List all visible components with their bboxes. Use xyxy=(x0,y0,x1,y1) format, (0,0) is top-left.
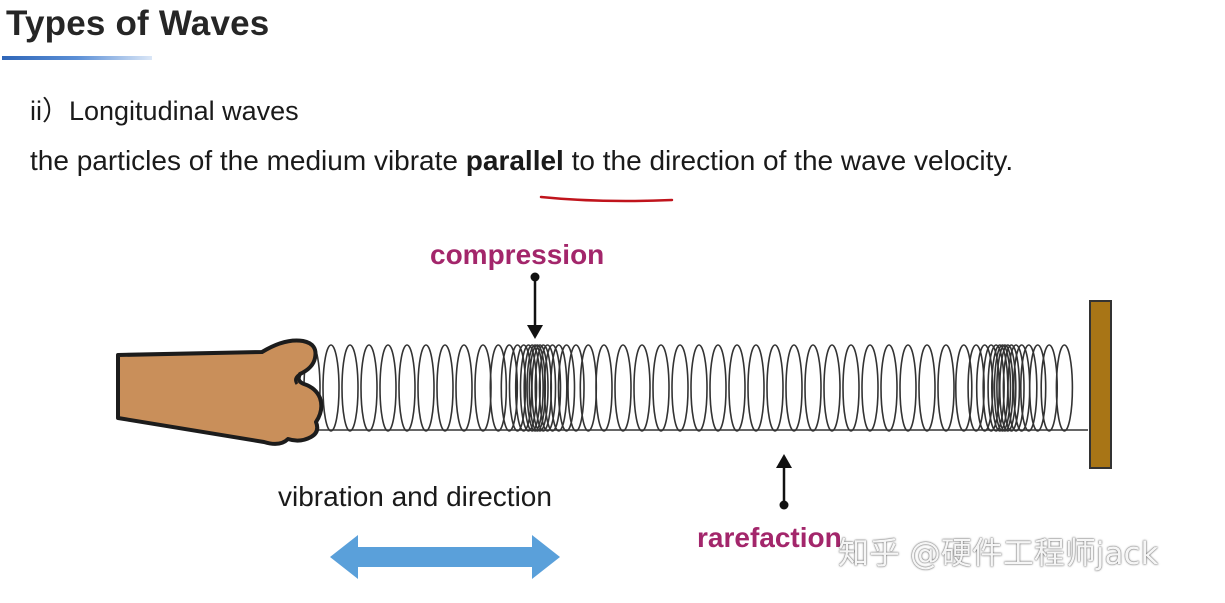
definition-text: the particles of the medium vibrate para… xyxy=(30,145,1013,177)
spring-coil xyxy=(379,344,397,432)
spring-coil xyxy=(614,344,632,432)
spring-coil xyxy=(1007,344,1025,432)
spring-coil xyxy=(861,344,879,432)
spring-coil xyxy=(967,344,985,432)
spring-coil xyxy=(766,344,784,432)
spring-coil xyxy=(899,344,917,432)
definition-after: to the direction of the wave velocity. xyxy=(563,145,1014,176)
double-arrow-icon xyxy=(330,535,560,579)
spring-coil xyxy=(549,344,568,432)
spring-coil xyxy=(538,344,557,432)
hand-icon xyxy=(116,338,324,446)
spring-coil xyxy=(633,344,651,432)
spring-coil xyxy=(652,344,670,432)
spring-coil xyxy=(526,344,544,432)
spring-coil xyxy=(993,344,1012,432)
spring-coil xyxy=(543,344,562,432)
hand-knuckle-line xyxy=(294,372,301,385)
spring-coil xyxy=(567,344,585,432)
spring-coil xyxy=(455,344,473,432)
title-underline xyxy=(2,56,152,60)
spring-coil xyxy=(595,344,613,432)
spring-coil xyxy=(500,344,519,432)
spring-coil xyxy=(360,344,378,432)
spring-coil xyxy=(1002,344,1021,432)
spring-coil xyxy=(1028,344,1047,432)
watermark: 知乎 @硬件工程师jack xyxy=(838,536,1159,572)
spring-coil xyxy=(785,344,803,432)
spring-coil xyxy=(880,344,898,432)
spring-coil xyxy=(671,344,689,432)
spring-coil xyxy=(998,344,1017,432)
spring-coil xyxy=(1020,344,1038,432)
vibration-direction-label: vibration and direction xyxy=(278,481,552,512)
spring-coil xyxy=(1040,344,1058,432)
spring-coil xyxy=(531,344,549,432)
rarefaction-label: rarefaction xyxy=(697,522,842,553)
spring-coil xyxy=(937,344,955,432)
spring-coil xyxy=(1055,344,1074,432)
spring-coil xyxy=(804,344,822,432)
page-title: Types of Waves xyxy=(6,4,270,43)
spring-coil xyxy=(918,344,936,432)
spring-coil xyxy=(709,344,727,432)
spring-coil xyxy=(417,344,435,432)
spring-coil xyxy=(519,344,538,432)
spring-coil xyxy=(474,344,492,432)
spring-coil xyxy=(842,344,860,432)
definition-emphasis: parallel xyxy=(465,145,564,176)
spring-coil xyxy=(398,344,416,432)
spring-coil xyxy=(823,344,841,432)
spring-coil xyxy=(322,344,340,432)
spring-coil xyxy=(489,344,508,432)
rarefaction-arrow xyxy=(776,454,792,510)
section-heading: ii）Longitudinal waves xyxy=(30,96,299,126)
spring-coil xyxy=(557,344,576,432)
wall-post xyxy=(1089,300,1112,469)
compression-label: compression xyxy=(430,239,605,270)
spring-coil xyxy=(436,344,454,432)
spring-coil xyxy=(728,344,746,432)
definition-before: the particles of the medium vibrate xyxy=(30,145,466,176)
emphasis-underline xyxy=(539,195,674,203)
spring-coil xyxy=(579,344,598,432)
spring-coil xyxy=(747,344,765,432)
spring-coil xyxy=(508,344,527,432)
slinky-spring xyxy=(303,344,1088,432)
compression-arrow xyxy=(527,272,543,339)
spring-coil xyxy=(690,344,708,432)
spring-coil xyxy=(975,344,994,432)
spring-coil xyxy=(954,344,973,432)
spring-coil xyxy=(341,344,359,432)
